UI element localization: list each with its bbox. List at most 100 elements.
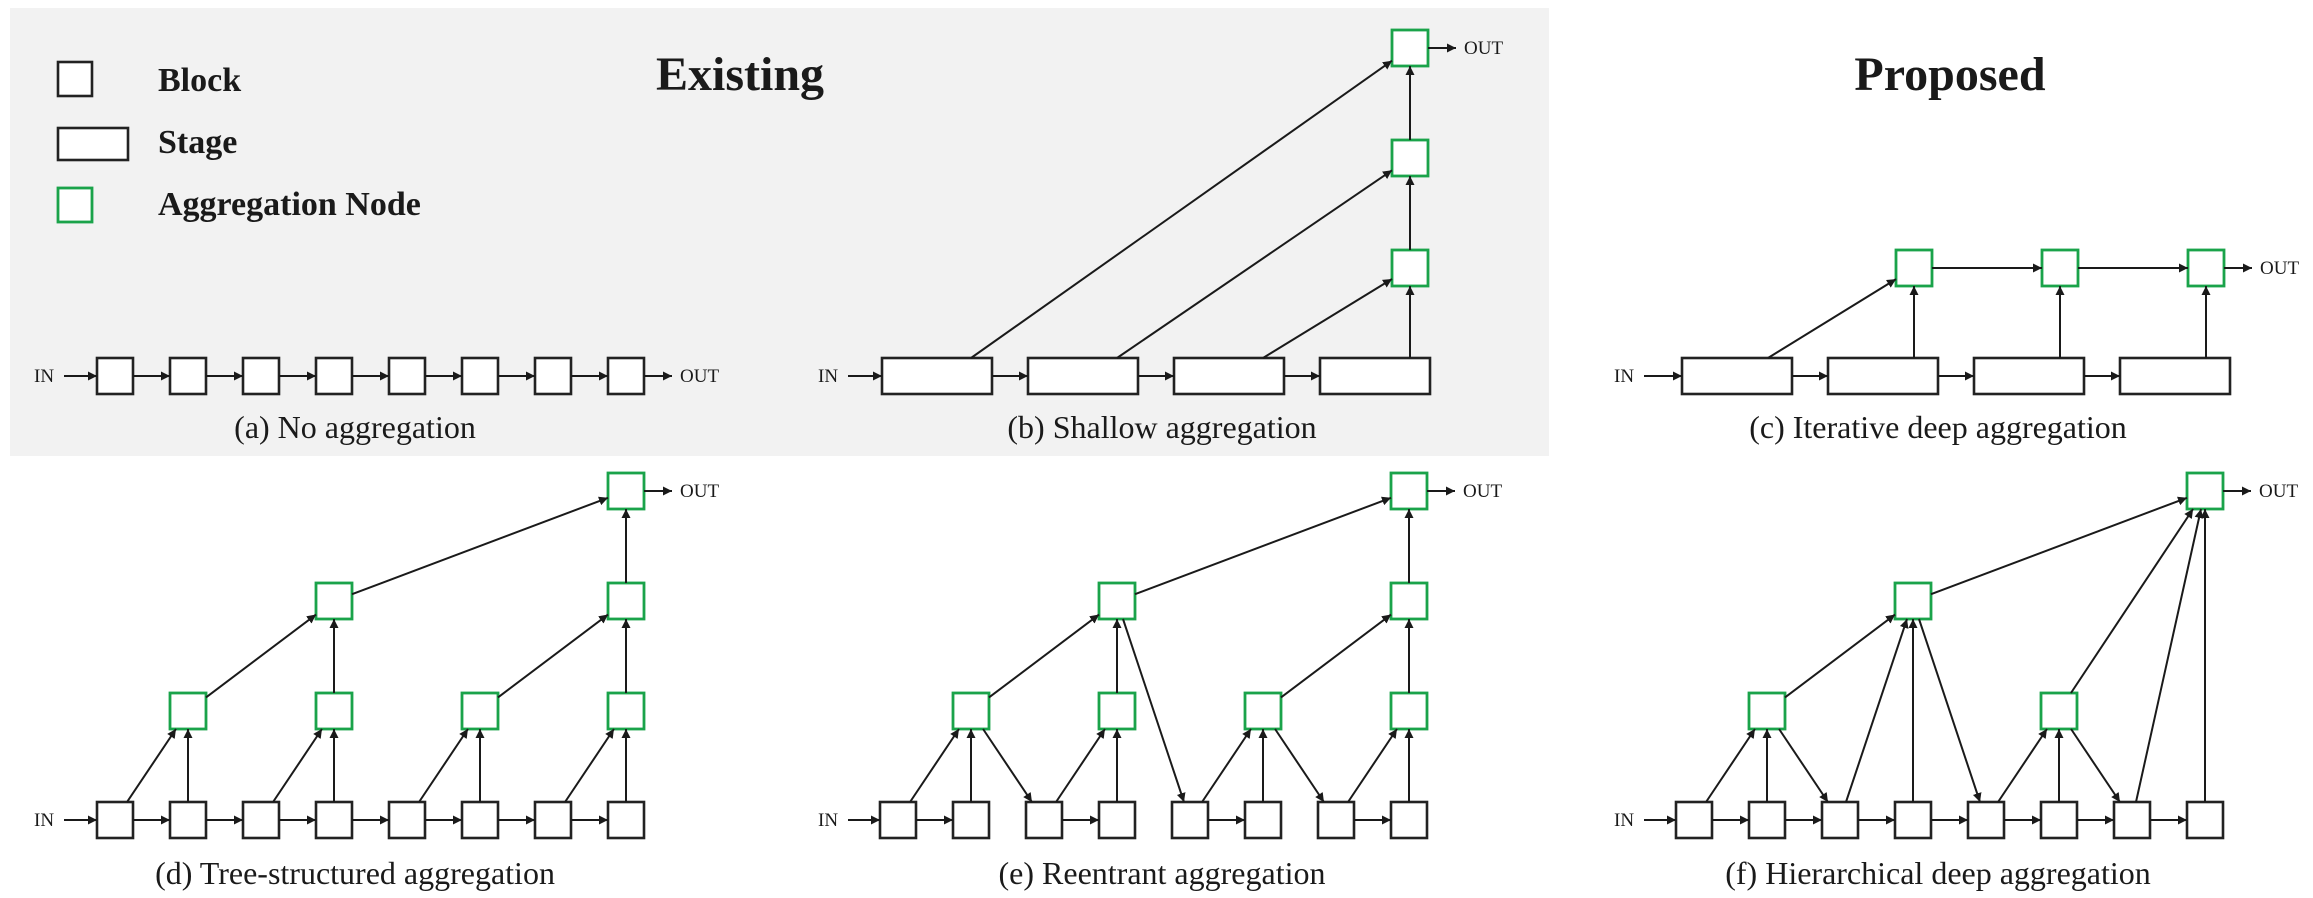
e-block-6: [1243, 800, 1283, 840]
a-block-4: [314, 356, 354, 396]
d-block-to-agg-diag-4: [564, 728, 615, 803]
e-block-to-agg-diag-2: [1055, 728, 1106, 803]
f-block-5: [1966, 800, 2006, 840]
caption-a: (a) No aggregation: [234, 409, 476, 445]
f-block-3: [1820, 800, 1860, 840]
c-stage-2: [1826, 356, 1940, 396]
d-agg-level2-1: [314, 581, 354, 621]
e-reentry-1: [982, 728, 1033, 803]
e-out-label: OUT: [1463, 481, 1502, 502]
d-agg-level1-2: [314, 691, 354, 731]
a-out-label: OUT: [680, 366, 719, 387]
diagram-c-iterative-deep-aggregation: IN OUT: [1614, 248, 2299, 396]
existing-heading: Existing: [656, 48, 824, 101]
a-block-3: [241, 356, 281, 396]
d-block-to-agg-diag-1: [126, 728, 177, 803]
c-agg-node-3: [2186, 248, 2226, 288]
b-stage2-diag: [1116, 169, 1393, 359]
d-agg-level2-2: [606, 581, 646, 621]
b-stage-2: [1026, 356, 1140, 396]
e-block-8: [1389, 800, 1429, 840]
d-block-8: [606, 800, 646, 840]
f-block-4: [1893, 800, 1933, 840]
a-block-5: [387, 356, 427, 396]
f-a2-reentry: [2070, 728, 2121, 803]
e-agg-level2-1: [1097, 581, 1137, 621]
e-agg-level1-1: [951, 691, 991, 731]
e-l1-to-l2-diag-2: [1280, 613, 1392, 699]
e-reentry-2: [1274, 728, 1325, 803]
e-agg-top: [1389, 471, 1429, 511]
f-b1-to-a1: [1705, 728, 1756, 803]
d-block-5: [387, 800, 427, 840]
f-a1-to-mid: [1784, 613, 1896, 699]
d-l2-to-top-diag: [351, 496, 609, 596]
b-agg-node-2: [1390, 138, 1430, 178]
d-agg-level1-1: [168, 691, 208, 731]
d-block-2: [168, 800, 208, 840]
a-block-7: [533, 356, 573, 396]
f-in-label: IN: [1614, 810, 1634, 831]
e-block-1: [878, 800, 918, 840]
f-mid-to-top: [1930, 496, 2188, 596]
f-agg-top: [2185, 471, 2225, 511]
d-block-6: [460, 800, 500, 840]
c-agg-node-1: [1894, 248, 1934, 288]
d-l1-to-l2-diag-1: [205, 613, 317, 699]
f-agg-level1-1: [1747, 691, 1787, 731]
e-block-to-agg-diag-3: [1201, 728, 1252, 803]
b-agg-node-3: [1390, 28, 1430, 68]
d-block-to-agg-diag-3: [418, 728, 469, 803]
f-agg-level2: [1893, 581, 1933, 621]
e-l1-to-l2-diag-1: [988, 613, 1100, 699]
b-stage-3: [1172, 356, 1286, 396]
legend-block-swatch: [56, 60, 94, 98]
d-block-1: [95, 800, 135, 840]
f-a1-reentry: [1778, 728, 1829, 803]
e-block-to-agg-diag-1: [909, 728, 960, 803]
e-l2-to-top-diag: [1134, 496, 1392, 596]
d-block-4: [314, 800, 354, 840]
e-block-3: [1024, 800, 1064, 840]
legend-aggregation-node-swatch: [56, 186, 94, 224]
e-block-7: [1316, 800, 1356, 840]
b-stage-1: [880, 356, 994, 396]
a-block-8: [606, 356, 646, 396]
f-agg-level1-2: [2039, 691, 2079, 731]
b-out-label: OUT: [1464, 38, 1503, 59]
c-in-label: IN: [1614, 366, 1634, 387]
f-b3-to-mid: [1845, 618, 1909, 803]
c-stage-3: [1972, 356, 2086, 396]
diagram-f-hierarchical-deep-aggregation: IN OUT: [1614, 471, 2298, 840]
f-block-7: [2112, 800, 2152, 840]
c-agg-node-2: [2040, 248, 2080, 288]
e-block-to-agg-diag-4: [1347, 728, 1398, 803]
e-agg-level1-2: [1097, 691, 1137, 731]
f-b5-to-a2: [1997, 728, 2048, 803]
f-block-6: [2039, 800, 2079, 840]
f-block-1: [1674, 800, 1714, 840]
e-agg-level1-3: [1243, 691, 1283, 731]
f-out-label: OUT: [2259, 481, 2298, 502]
f-block-8: [2185, 800, 2225, 840]
b-agg-node-1: [1390, 248, 1430, 288]
c-stage-1: [1680, 356, 1794, 396]
a-block-6: [460, 356, 500, 396]
f-block-2: [1747, 800, 1787, 840]
caption-f: (f) Hierarchical deep aggregation: [1725, 855, 2151, 891]
d-agg-level1-3: [460, 691, 500, 731]
e-block-2: [951, 800, 991, 840]
caption-d: (d) Tree-structured aggregation: [155, 855, 555, 891]
b-stage-4: [1318, 356, 1432, 396]
c-stage-4: [2118, 356, 2232, 396]
d-out-label: OUT: [680, 481, 719, 502]
d-in-label: IN: [34, 810, 54, 831]
c-out-label: OUT: [2260, 258, 2299, 279]
d-block-7: [533, 800, 573, 840]
d-block-3: [241, 800, 281, 840]
a-block-1: [95, 356, 135, 396]
